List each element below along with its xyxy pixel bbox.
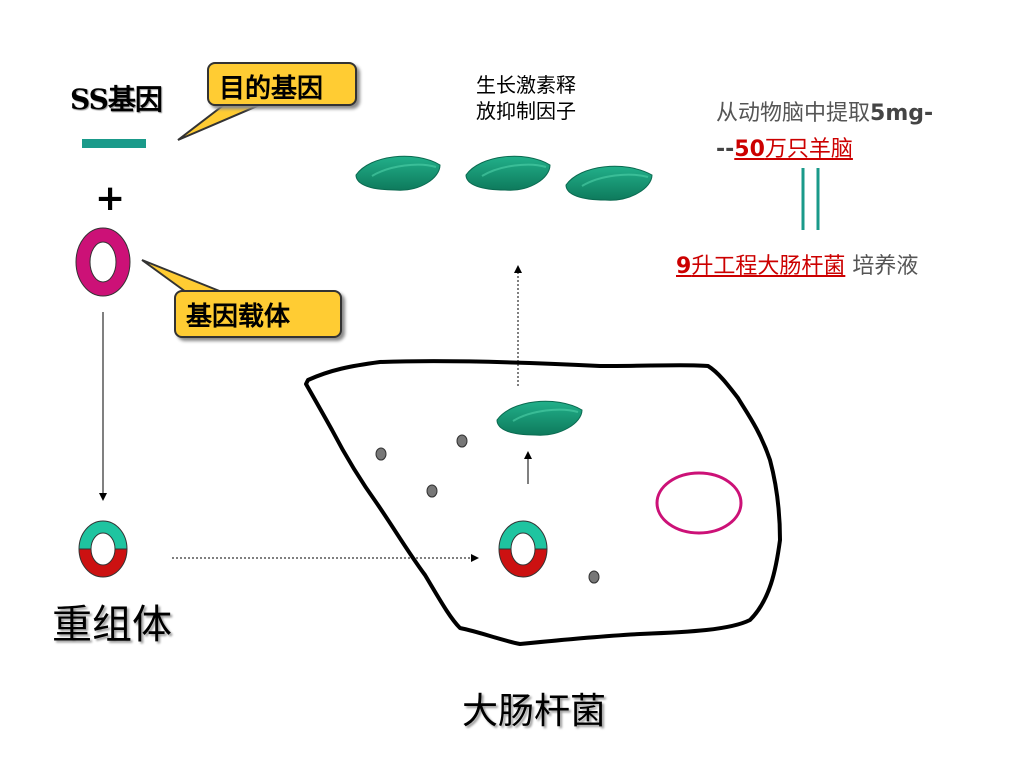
ss-gene-segment bbox=[82, 139, 146, 148]
recombinant-plasmid-inside bbox=[498, 520, 548, 578]
source-rest: 万只羊脑 bbox=[764, 137, 853, 162]
source-amount: 5mg- bbox=[870, 101, 934, 126]
protein-ellipse bbox=[355, 155, 441, 191]
recombinant-label: 重组体 bbox=[52, 602, 172, 648]
source-text: 从动物脑中提取5mg- --50万只羊脑 bbox=[716, 96, 933, 168]
ecoli-num: 9 bbox=[676, 254, 692, 279]
ss-gene-label: SS基因 bbox=[70, 83, 163, 116]
vector-callout: 基因载体 bbox=[174, 290, 342, 338]
native-plasmid bbox=[655, 471, 743, 535]
ecoli-label: 大肠杆菌 bbox=[462, 691, 607, 732]
hormone-label-line2: 放抑制因子 bbox=[476, 99, 576, 123]
plasmid-vector bbox=[75, 227, 131, 297]
ecoli-volume: 升工程大肠杆菌 bbox=[691, 254, 846, 279]
target-gene-callout: 目的基因 bbox=[207, 62, 357, 106]
recombinant-plasmid bbox=[78, 520, 128, 578]
chromosome-dot bbox=[588, 570, 600, 584]
protein-ellipse-inside bbox=[496, 400, 583, 436]
source-dash: -- bbox=[716, 137, 735, 162]
chromosome-dot bbox=[456, 434, 468, 448]
protein-ellipse bbox=[565, 165, 653, 201]
culture-label: 培养液 bbox=[845, 254, 919, 279]
source-num: 50 bbox=[734, 137, 765, 162]
bacterium-outline bbox=[304, 359, 782, 646]
protein-ellipse bbox=[465, 155, 551, 191]
hormone-label-line1: 生长激素释 bbox=[476, 73, 576, 97]
plus-sign: + bbox=[95, 178, 126, 219]
chromosome-dot bbox=[426, 484, 438, 498]
source-line1: 从动物脑中提取 bbox=[716, 101, 871, 126]
chromosome-dot bbox=[375, 447, 387, 461]
vector-callout-tail bbox=[141, 259, 223, 293]
target-gene-callout-tail bbox=[177, 103, 263, 141]
hormone-label: 生长激素释 放抑制因子 bbox=[476, 72, 576, 124]
culture-text: 9升工程大肠杆菌 培养液 bbox=[676, 248, 918, 280]
